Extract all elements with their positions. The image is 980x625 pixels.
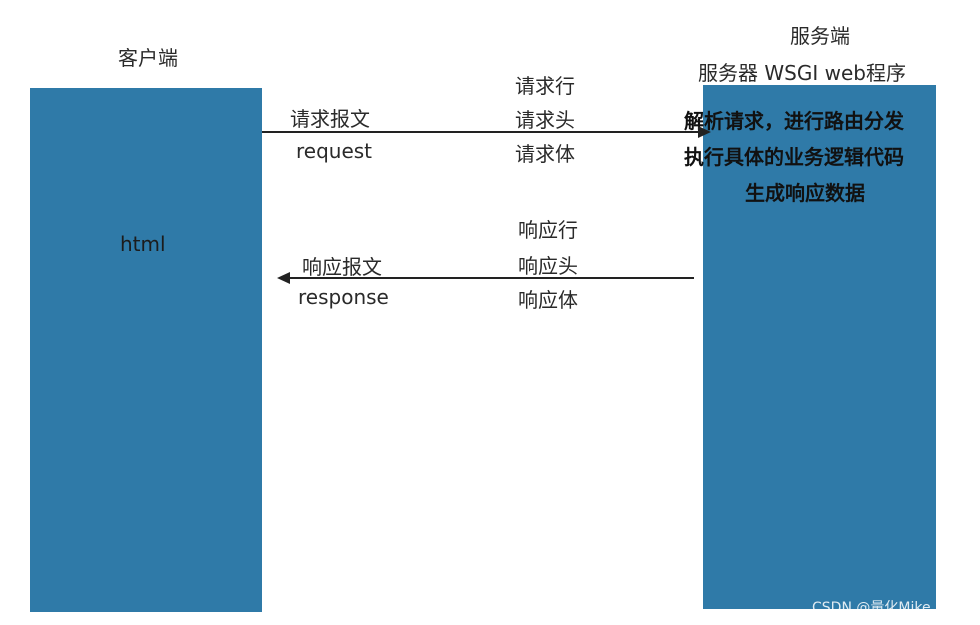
request-header: 请求头 <box>515 108 575 132</box>
response-arrow <box>277 272 694 284</box>
request-label-cn: 请求报文 <box>290 107 370 131</box>
request-line: 请求行 <box>515 74 575 98</box>
response-label-en: response <box>298 285 389 309</box>
request-body: 请求体 <box>515 142 575 166</box>
client-title: 客户端 <box>118 46 178 70</box>
server-title: 服务端 <box>790 24 850 48</box>
client-box <box>30 88 262 612</box>
client-content: html <box>120 232 166 256</box>
server-process-line-3: 生成响应数据 <box>745 181 865 205</box>
request-arrow <box>262 126 711 138</box>
response-label-cn: 响应报文 <box>302 255 382 279</box>
response-body: 响应体 <box>518 288 578 312</box>
server-box <box>703 85 936 609</box>
response-header: 响应头 <box>518 254 578 278</box>
request-label-en: request <box>296 139 373 163</box>
server-process-line-1: 解析请求，进行路由分发 <box>684 109 904 133</box>
watermark: CSDN @量化Mike <box>812 600 931 616</box>
server-process-line-2: 执行具体的业务逻辑代码 <box>684 145 904 169</box>
response-line: 响应行 <box>518 218 578 242</box>
server-subtitle: 服务器 WSGI web程序 <box>698 61 906 85</box>
